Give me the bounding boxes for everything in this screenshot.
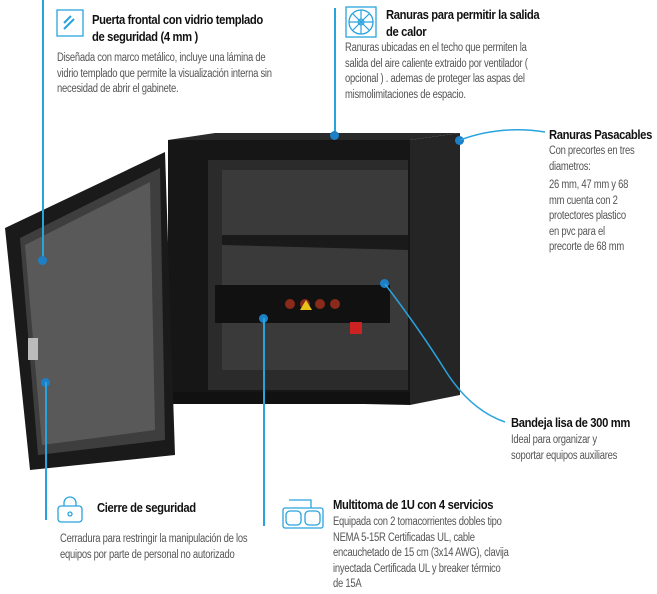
glass-pane-icon [56,9,84,37]
callout-dot [330,131,339,140]
tray-description: Ideal para organizar y soportar equipos … [511,434,618,462]
fan-icon [345,6,377,38]
vents-title: Ranuras para permitir la salida de calor [386,8,540,39]
callout-line [42,0,44,258]
tray-title: Bandeja lisa de 300 mm [511,416,631,430]
vents-description: Ranuras ubicadas en el techo que permite… [345,42,528,101]
door-title: Puerta frontal con vidrio templado de se… [92,13,263,44]
padlock-icon [57,496,83,523]
warning-icon [300,300,312,310]
callout-dot [455,136,464,145]
callout-line [263,318,265,526]
lock-description: Cerradura para restringir la manipulació… [60,533,248,561]
cable-slots-title: Ranuras Pasacables [549,128,652,142]
lock-title: Cierre de seguridad [97,501,196,515]
outlet-icon [315,299,325,309]
outlet-icon [330,299,340,309]
power-strip-title: Multitoma de 1U con 4 servicios [333,498,494,512]
door-description: Diseñada con marco metálico, incluye una… [57,52,272,95]
outlet-icon [285,299,295,309]
callout-line [45,382,47,520]
door-lock [28,338,38,360]
callout-dot [38,256,47,265]
cable-slots-description-1: Con precortes en tres diametros: [549,145,635,173]
power-strip-description: Equipada con 2 tomacorrientes dobles tip… [333,516,509,590]
power-outlet-icon [282,499,324,529]
breaker-switch [350,322,362,334]
callout-line [334,8,336,136]
cable-slots-description-2: 26 mm, 47 mm y 68 mm cuenta con 2 protec… [549,179,629,253]
callout-dot [380,279,389,288]
